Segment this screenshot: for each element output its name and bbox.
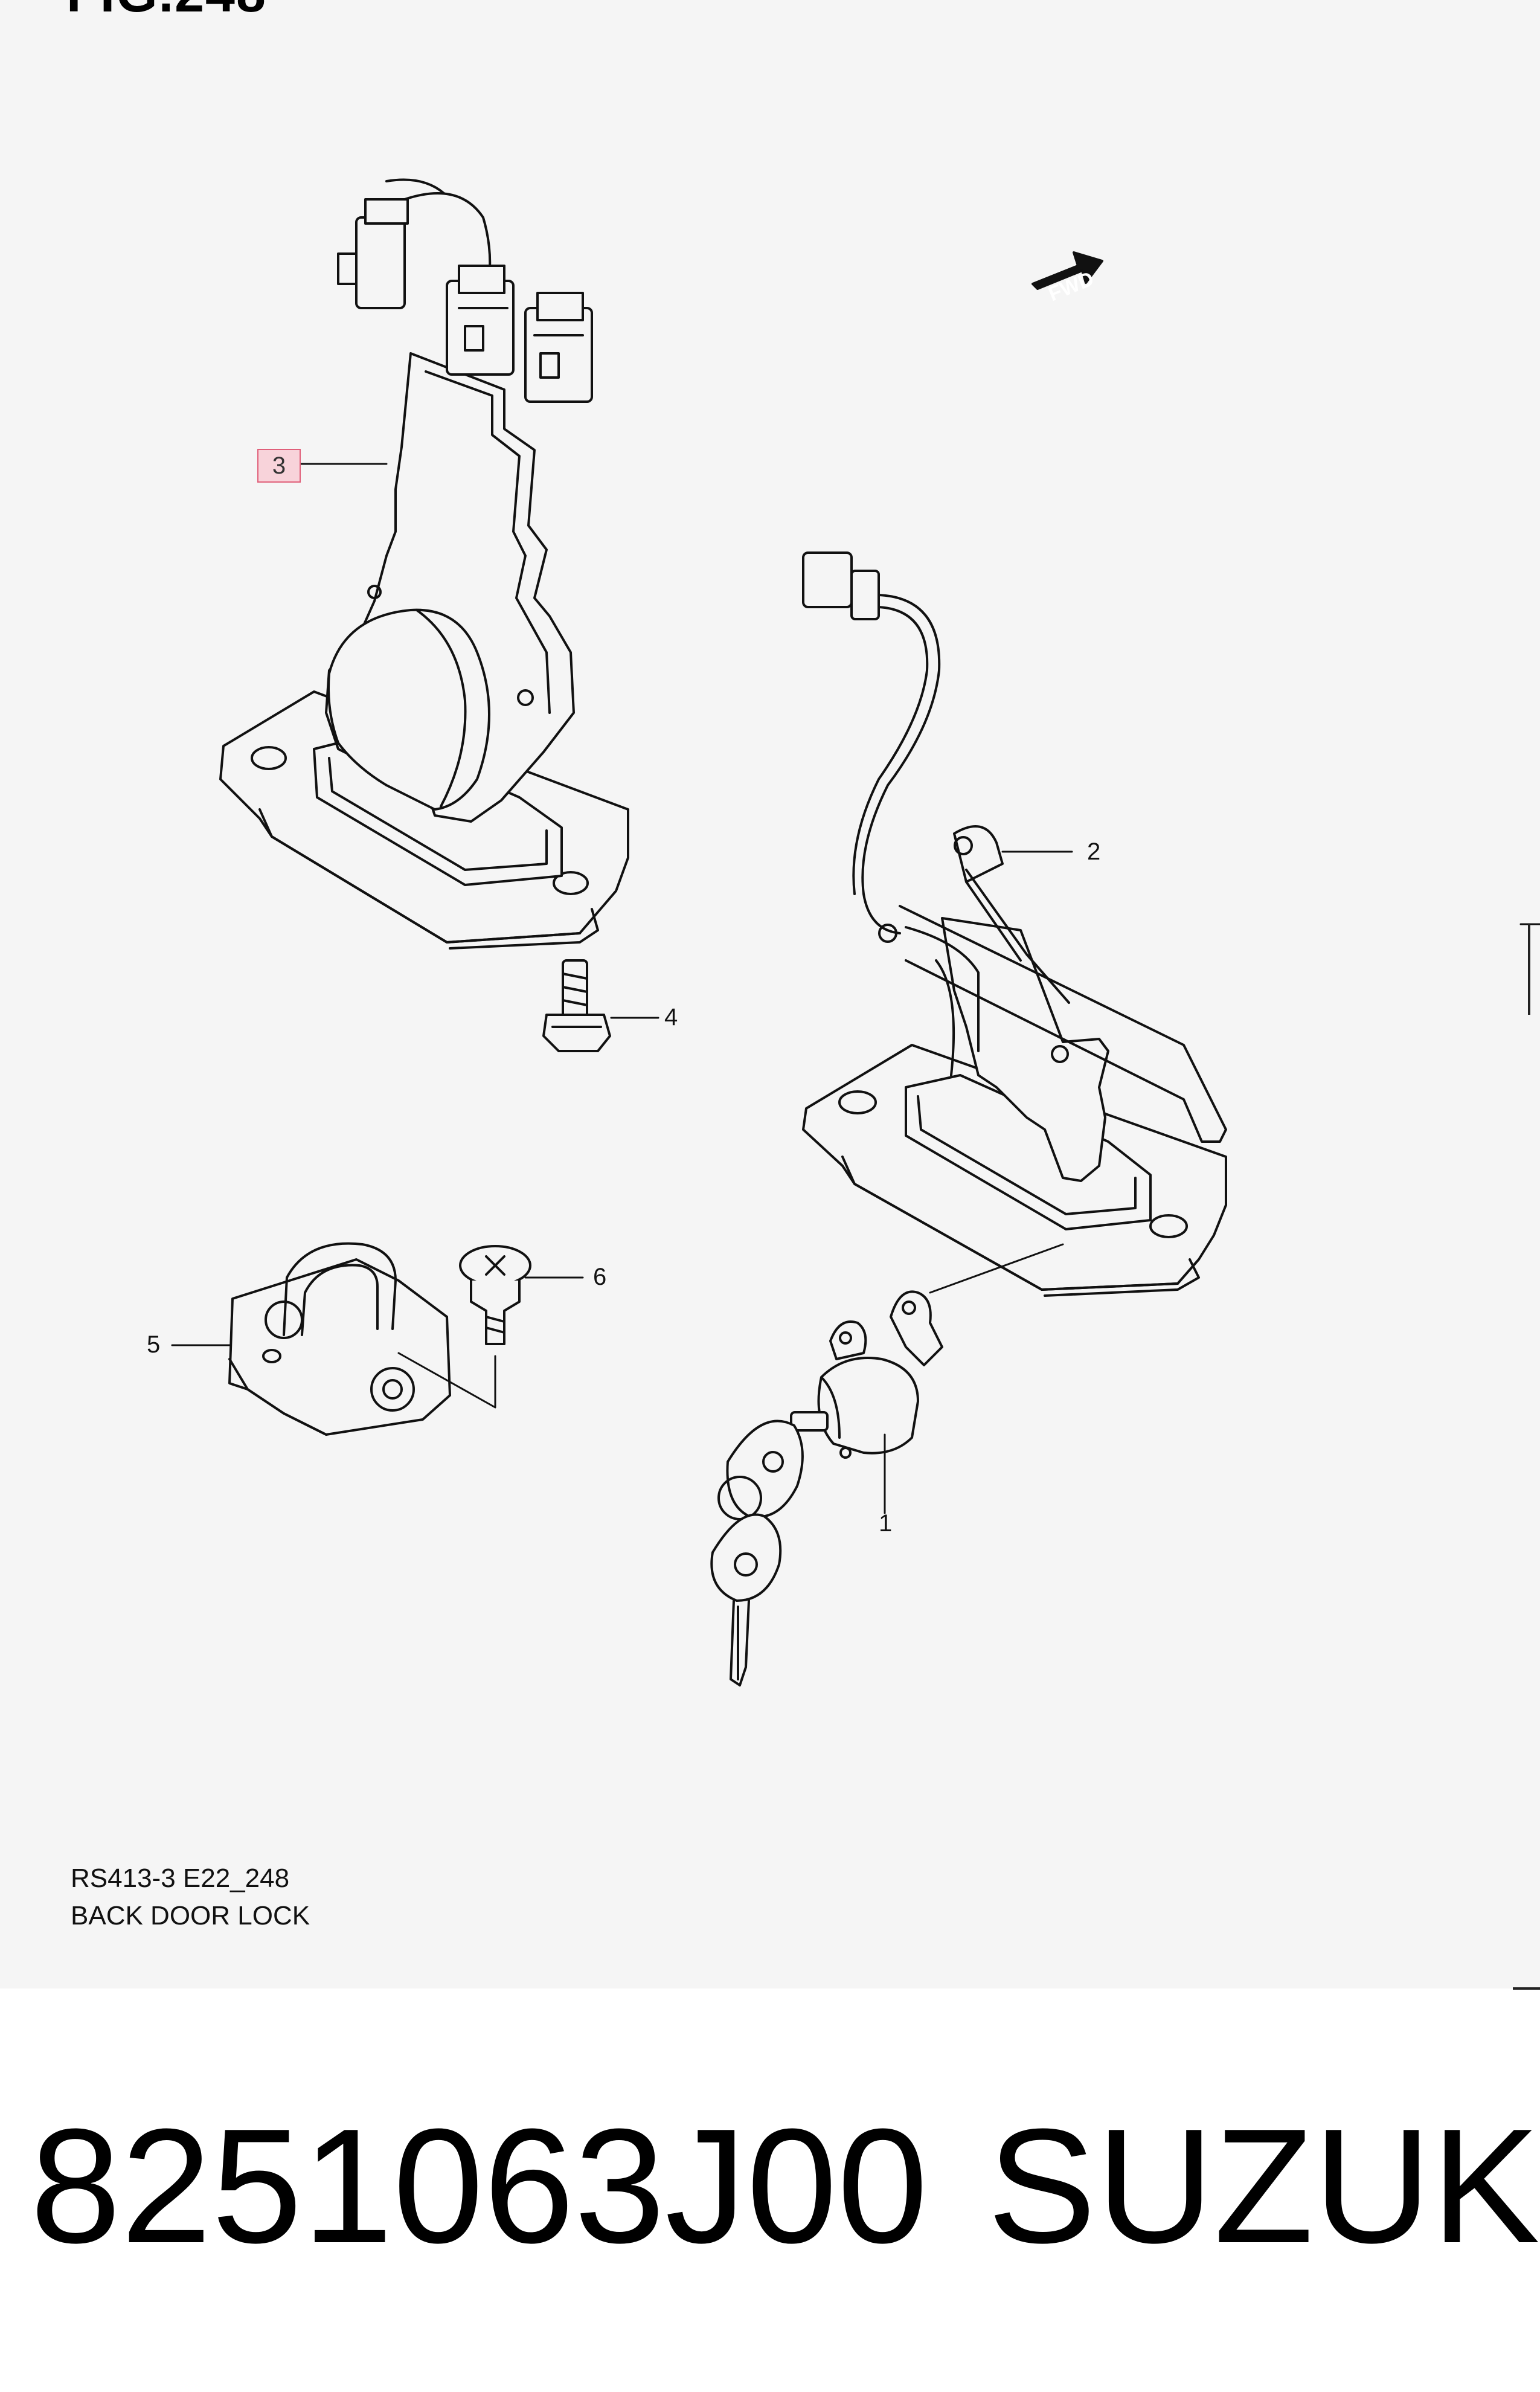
actuator-part-3: [219, 178, 629, 950]
striker-part-5: [228, 1242, 451, 1436]
fwd-arrow-icon: [1031, 251, 1103, 290]
callout-2[interactable]: 2: [1087, 838, 1101, 865]
callout-4[interactable]: 4: [664, 1004, 678, 1030]
figure-title: FIG.248: [66, 0, 267, 24]
figure-code: RS413-3 E22_248: [71, 1863, 290, 1893]
brand-name: SUZUKI: [987, 2095, 1540, 2277]
callout-6[interactable]: 6: [593, 1264, 607, 1290]
panel-edge-mark: [1513, 1987, 1540, 1990]
callout-5[interactable]: 5: [147, 1331, 161, 1358]
screw-part-6: [397, 1245, 531, 1409]
latch-part-2: [802, 551, 1227, 1297]
callout-3-highlighted[interactable]: 3: [257, 449, 301, 483]
figure-name: BACK DOOR LOCK: [71, 1901, 310, 1931]
diagram-panel: FWD FIG.248 3 2 4 6 5 1 RS413-3 E22_248 …: [66, 0, 1540, 1931]
part-number: 8251063J00: [30, 2095, 928, 2277]
exploded-parts-drawing: FWD: [171, 178, 1540, 1686]
bolt-part-4: [542, 959, 611, 1052]
lock-cylinder-part-1: [710, 1243, 1064, 1686]
edge-mark: [1528, 924, 1530, 1015]
callout-1[interactable]: 1: [879, 1510, 893, 1537]
